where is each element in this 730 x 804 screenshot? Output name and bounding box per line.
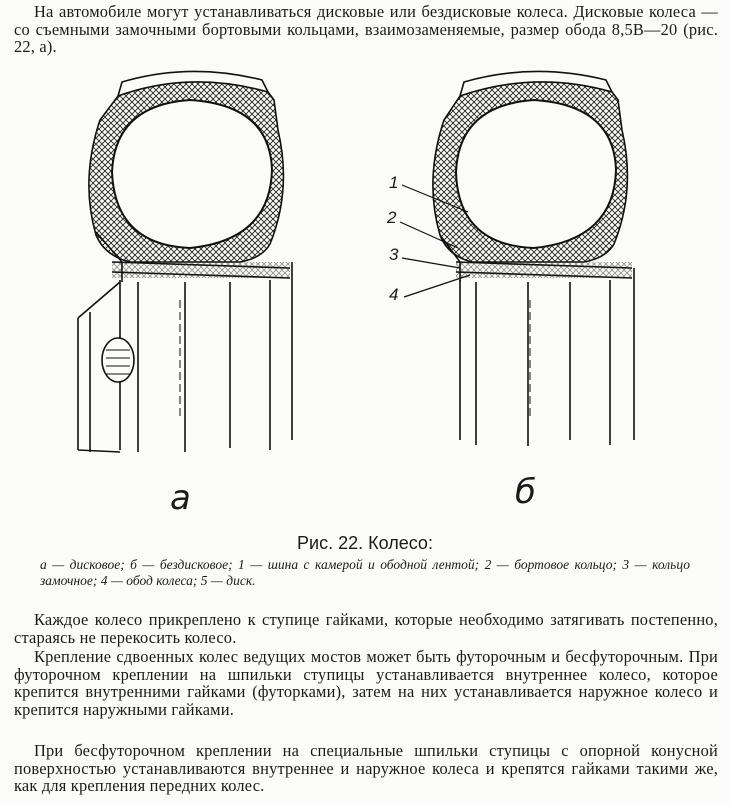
wheel-b-drawing <box>399 70 635 446</box>
body-paragraph-3: При бесфуторочном креплении на специальн… <box>14 741 718 795</box>
wheel-a-drawing <box>77 70 293 453</box>
figure-legend: а — дисковое; б — бездисковое; 1 — шина … <box>40 557 690 588</box>
callout-4: 4 <box>389 285 399 304</box>
callout-3: 3 <box>389 245 399 264</box>
sublabel-a: а <box>170 478 191 518</box>
figure-caption: Рис. 22. Колесо: <box>297 533 433 553</box>
callout-1: 1 <box>389 173 399 192</box>
callout-2: 2 <box>387 208 397 227</box>
sublabel-b: б <box>515 472 536 512</box>
intro-paragraph: На автомобиле могут устанавливаться диск… <box>14 2 718 56</box>
body-paragraph-1: Каждое колесо прикреплено к ступице гайк… <box>14 610 718 647</box>
wheel-figure <box>77 70 635 453</box>
body-paragraph-2: Крепление сдвоенных колес ведущих мостов… <box>14 647 718 719</box>
